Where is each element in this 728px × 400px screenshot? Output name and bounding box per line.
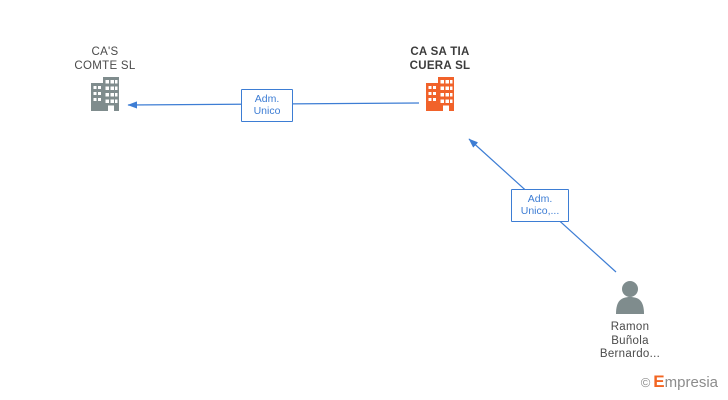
brand-initial: E xyxy=(653,372,665,391)
edge-label-adm-unico-2[interactable]: Adm. Unico,... xyxy=(511,189,569,222)
node-ramon-bunola-label: Ramon Buñola Bernardo... xyxy=(599,321,661,360)
brand-name: Empresia xyxy=(653,372,718,392)
building-icon xyxy=(53,73,157,118)
node-cas-comte-label: CA'S COMTE SL xyxy=(74,46,136,72)
node-cas-comte[interactable]: CA'S COMTE SL xyxy=(53,46,157,118)
building-icon xyxy=(388,73,492,118)
node-ca-sa-tia-cuera[interactable]: CA SA TIA CUERA SL xyxy=(388,46,492,118)
node-ca-sa-tia-cuera-label: CA SA TIA CUERA SL xyxy=(409,46,471,72)
node-ramon-bunola[interactable]: Ramon Buñola Bernardo... xyxy=(578,278,682,362)
person-icon xyxy=(578,278,682,321)
edge-label-adm-unico[interactable]: Adm. Unico xyxy=(241,89,293,122)
copyright-symbol: © xyxy=(640,374,651,390)
watermark: © Empresia xyxy=(641,372,718,392)
brand-rest: mpresia xyxy=(664,374,718,391)
